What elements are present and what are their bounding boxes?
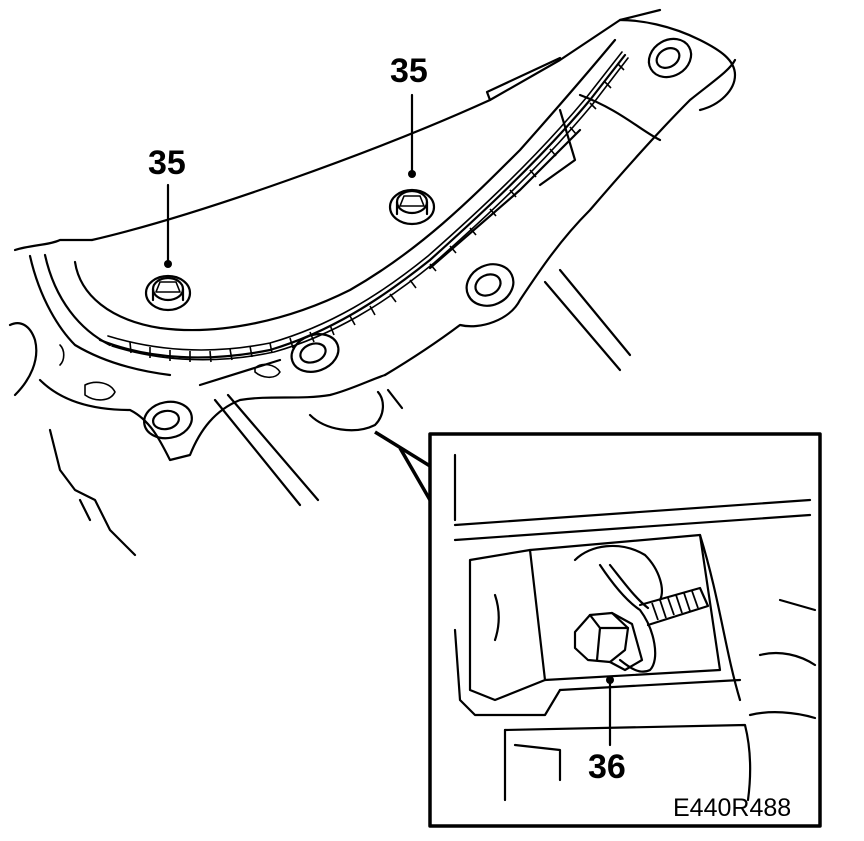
detail-inset bbox=[374, 430, 822, 828]
callout-label-35-left: 35 bbox=[148, 144, 186, 182]
callout-leaders bbox=[164, 93, 416, 268]
callout-label-36: 36 bbox=[588, 748, 626, 786]
callout-label-35-right: 35 bbox=[390, 52, 428, 90]
timing-chain bbox=[107, 51, 629, 363]
figure-code: E440R488 bbox=[673, 794, 791, 822]
bolt-35-right bbox=[388, 188, 436, 226]
engine-cover bbox=[13, 8, 662, 377]
callout-leader-36 bbox=[606, 676, 614, 747]
bolt-35-left bbox=[144, 274, 192, 312]
housing-flange bbox=[8, 18, 737, 557]
